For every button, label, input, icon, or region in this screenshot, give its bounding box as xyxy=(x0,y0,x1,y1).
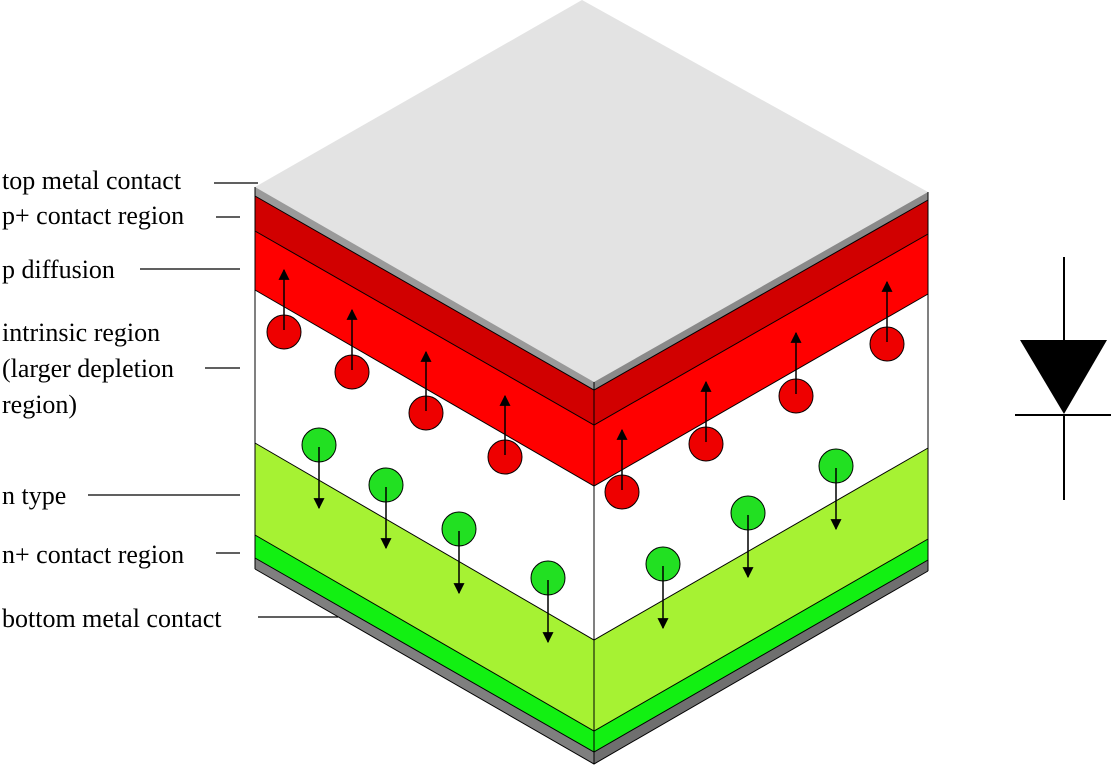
layer-boundaries xyxy=(254,187,929,765)
p-plus-layer xyxy=(255,196,928,425)
holes xyxy=(266,268,905,510)
hole xyxy=(334,308,370,390)
hole xyxy=(604,428,640,510)
electron xyxy=(530,560,566,644)
electron xyxy=(301,427,337,510)
hole xyxy=(688,380,724,462)
leader-lines xyxy=(88,182,338,618)
hole xyxy=(487,394,523,475)
n-plus-layer xyxy=(255,535,928,752)
top-metal-contact-layer xyxy=(255,187,928,390)
label-p-diffusion: p diffusion xyxy=(2,255,115,284)
label-intrinsic-region-line3: region) xyxy=(2,390,77,419)
electron xyxy=(368,467,404,550)
label-intrinsic-region-line1: intrinsic region xyxy=(2,318,160,347)
electron xyxy=(645,546,681,630)
label-top-metal-contact: top metal contact xyxy=(2,166,182,195)
electron xyxy=(441,511,477,595)
hole xyxy=(869,280,905,362)
diode-symbol xyxy=(1015,257,1111,500)
bottom-metal-contact-layer xyxy=(255,558,928,764)
label-p-plus-contact-region: p+ contact region xyxy=(2,201,184,230)
electrons xyxy=(301,427,854,644)
hole xyxy=(266,268,302,350)
hole xyxy=(778,331,814,414)
electron xyxy=(818,448,854,531)
hole xyxy=(408,350,444,431)
label-n-type: n type xyxy=(2,481,66,510)
label-intrinsic-region-line2: (larger depletion xyxy=(2,354,174,383)
electron xyxy=(730,495,766,579)
label-n-plus-contact-region: n+ contact region xyxy=(2,540,184,569)
layer-labels: top metal contact p+ contact region p di… xyxy=(2,166,222,633)
n-type-layer xyxy=(255,443,928,731)
label-bottom-metal-contact: bottom metal contact xyxy=(2,604,222,633)
top-face xyxy=(255,0,928,382)
